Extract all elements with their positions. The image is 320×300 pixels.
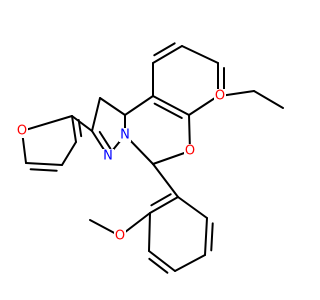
atom-label-layer: O O O O N N bbox=[16, 89, 226, 244]
pyrazoline-bond bbox=[99, 97, 126, 116]
pyrazoline-n2-atom: N bbox=[102, 149, 114, 164]
bond-layer bbox=[21, 42, 284, 274]
phenyl-bond bbox=[148, 250, 176, 272]
methoxy-oxygen-atom: O bbox=[114, 229, 126, 244]
ring-ether-bond bbox=[152, 150, 191, 165]
aryl-link-bond bbox=[152, 163, 179, 198]
methoxy-oxygen-label: O bbox=[115, 229, 125, 244]
ethoxy-oxygen-label: O bbox=[215, 89, 225, 104]
ethyl-bond bbox=[253, 90, 284, 109]
phenyl-bond bbox=[174, 254, 206, 272]
chemical-structure-diagram: O O O O N N bbox=[16, 42, 284, 274]
benzo-bond bbox=[152, 95, 190, 116]
pyrazoline-n1-atom: N bbox=[119, 128, 131, 143]
benzo-bond-double bbox=[153, 102, 183, 119]
pyrazoline-bond-double bbox=[98, 130, 112, 150]
pyrazoline-n1-label: N bbox=[120, 128, 130, 143]
benzo-bond-double bbox=[153, 42, 176, 57]
ring-fusion-bond bbox=[124, 95, 154, 116]
phenyl-bond bbox=[177, 196, 208, 219]
phenyl-bond-double bbox=[210, 222, 214, 252]
ethoxy-oxygen-atom: O bbox=[214, 89, 226, 104]
phenyl-bond-double bbox=[148, 257, 169, 274]
benzo-bond bbox=[188, 95, 219, 116]
benzo-bond bbox=[181, 45, 219, 64]
furan-oxygen-atom: O bbox=[16, 124, 28, 139]
pyrazoline-n2-label: N bbox=[103, 149, 113, 164]
phenyl-bond bbox=[148, 212, 151, 252]
ring-oxygen-atom: O bbox=[184, 144, 196, 159]
phenyl-bond bbox=[204, 217, 208, 256]
pyrazoline-bond bbox=[91, 97, 101, 132]
furyl-link-bond bbox=[71, 115, 93, 132]
ring-oxygen-label: O bbox=[185, 144, 195, 159]
furan-oxygen-label: O bbox=[17, 124, 27, 139]
phenyl-bond bbox=[149, 196, 179, 214]
phenyl-bond-double bbox=[150, 193, 172, 207]
furan-bond bbox=[71, 115, 77, 143]
furan-bond bbox=[25, 162, 63, 166]
furan-bond bbox=[21, 115, 73, 132]
molecule-canvas: O O O O N N bbox=[16, 42, 284, 274]
furan-bond-double bbox=[77, 119, 83, 138]
furan-bond bbox=[61, 141, 77, 166]
benzo-bond bbox=[152, 45, 183, 64]
furan-bond-double bbox=[29, 168, 58, 172]
